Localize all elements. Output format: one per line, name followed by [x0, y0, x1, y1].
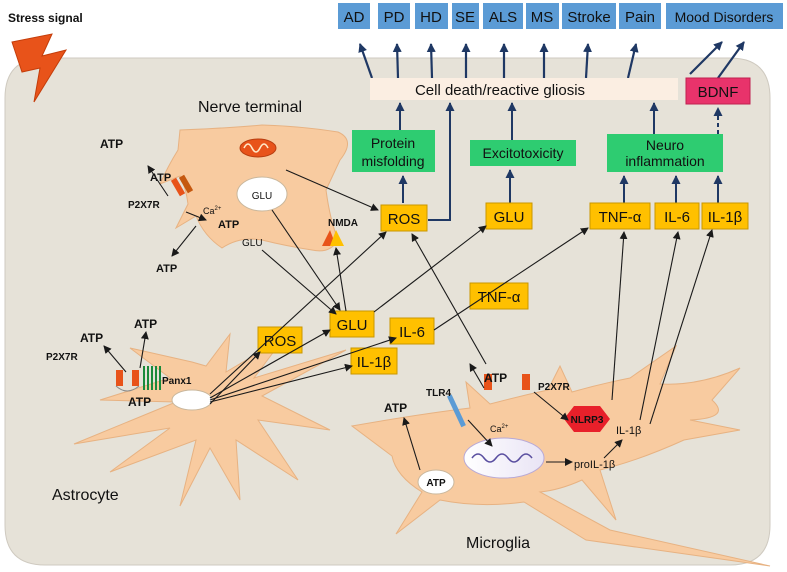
disease-box-ms — [526, 3, 559, 29]
micro-nlrp3-label: NLRP3 — [571, 415, 604, 426]
disease-box-hd — [415, 3, 448, 29]
micro-atp-nucleus: ATP — [426, 478, 446, 489]
atp-vesicle — [417, 469, 455, 495]
il6-mid-label: IL-6 — [399, 324, 425, 341]
il1b-top-box — [701, 202, 749, 230]
disease-label-ms: MS — [531, 9, 554, 26]
tnf-top-label: TNF-α — [599, 209, 642, 226]
bdnf-box — [685, 77, 751, 105]
microglia-cell — [350, 344, 771, 567]
disease-box-stroke — [562, 3, 616, 29]
il1b-mid-label: IL-1β — [357, 354, 392, 371]
disease-label-pain: Pain — [625, 9, 655, 26]
tnf-mid-label: TNF-α — [478, 289, 521, 306]
nmda-receptor-icon — [322, 230, 344, 246]
astro-panx1-label: Panx1 — [162, 376, 192, 387]
ros-mid-label: ROS — [264, 333, 297, 350]
il1b-mid-box — [350, 347, 398, 375]
disease-box-ad — [338, 3, 370, 29]
tnf-top-box — [589, 202, 651, 230]
astro-atp-right: ATP — [134, 317, 157, 331]
micro-tlr4-label: TLR4 — [426, 388, 451, 399]
disease-label-se: SE — [455, 9, 475, 26]
ros-mid-box — [257, 326, 303, 354]
cell-death-box — [370, 78, 678, 100]
micro-p2x7r-channel-icon — [484, 374, 530, 390]
astrocyte-nucleus — [171, 389, 213, 411]
il6-top-box — [654, 202, 700, 230]
disease-box-pd — [378, 3, 410, 29]
nerve-atp-receptor: ATP — [150, 172, 171, 184]
nerve-atp-inside: ATP — [218, 219, 239, 231]
neuroinflammation-box — [607, 134, 723, 172]
pathway-arrows — [103, 165, 714, 471]
astro-atp-left: ATP — [80, 331, 103, 345]
microglia-title: Microglia — [466, 535, 530, 552]
nerve-ca-label: Ca2+ — [203, 206, 222, 216]
stress-signal-label: Stress signal — [8, 11, 83, 25]
disease-label-als: ALS — [489, 9, 517, 26]
nerve-glu-vesicle-label: GLU — [252, 191, 273, 202]
excitotoxicity-box — [470, 140, 576, 166]
ros-top-label: ROS — [388, 211, 421, 228]
tlr4-receptor-icon — [447, 394, 466, 428]
micro-atp-left: ATP — [384, 401, 407, 415]
astro-p2x7r-channel-icon — [115, 370, 140, 392]
disease-box-pain — [619, 3, 661, 29]
excitotoxicity-label: Excitotoxicity — [483, 145, 564, 161]
nerve-p2x7r-label: P2X7R — [128, 200, 160, 211]
astrocyte-title: Astrocyte — [52, 487, 119, 504]
nerve-atp-outside: ATP — [100, 137, 123, 151]
disease-label-stroke: Stroke — [567, 9, 610, 26]
disease-box-se — [452, 3, 479, 29]
disease-label-pd: PD — [384, 9, 405, 26]
disease-label-ad: AD — [344, 9, 365, 26]
lightning-bolt-icon — [11, 33, 68, 103]
protein-misfolding-line1: Protein — [371, 135, 415, 151]
process-arrows — [395, 102, 723, 221]
microglia-nucleus — [463, 437, 545, 479]
il1b-top-label: IL-1β — [708, 209, 743, 226]
glu-top-label: GLU — [494, 209, 525, 226]
astro-atp-bottom: ATP — [128, 395, 151, 409]
mitochondrion-icon — [239, 138, 277, 158]
glu-mid-box — [329, 310, 375, 338]
dna-icon — [471, 453, 533, 463]
nerve-nmda-label: NMDA — [328, 218, 358, 229]
nlrp3-complex-icon — [564, 406, 610, 432]
micro-proil-label: proIL-1β — [574, 459, 615, 471]
il6-mid-box — [389, 317, 435, 345]
astro-p2x7r-label: P2X7R — [46, 352, 78, 363]
neuroinflammation-line1: Neuro — [646, 137, 684, 153]
nerve-glu-free: GLU — [242, 238, 263, 249]
nerve-terminal-title: Nerve terminal — [198, 99, 302, 116]
micro-p2x7r-label: P2X7R — [538, 382, 570, 393]
il6-top-label: IL-6 — [664, 209, 690, 226]
glu-mid-label: GLU — [337, 317, 368, 334]
nerve-p2x7r-channel-icon — [170, 174, 194, 197]
disease-row: AD PD HD SE ALS MS Stroke Pain Mood Diso… — [338, 3, 783, 29]
micro-ca-label: Ca2+ — [490, 424, 509, 434]
disease-label-mood-disorders: Mood Disorders — [675, 9, 774, 25]
ros-top-box — [380, 204, 428, 232]
disease-box-als — [483, 3, 523, 29]
neuroinflammation-line2: inflammation — [625, 153, 704, 169]
micro-il1b-label: IL-1β — [616, 425, 641, 437]
glu-top-box — [485, 202, 533, 230]
disease-label-hd: HD — [420, 9, 442, 26]
disease-arrows — [358, 41, 745, 79]
protein-misfolding-line2: misfolding — [361, 153, 424, 169]
nerve-atp-out-arrow: ATP — [156, 263, 177, 275]
micro-atp-top: ATP — [484, 371, 507, 385]
disease-box-mood-disorders — [666, 3, 783, 29]
glu-vesicle — [236, 176, 288, 212]
panx1-channel-icon — [143, 366, 161, 390]
cell-death-label: Cell death/reactive gliosis — [415, 82, 585, 99]
protein-misfolding-box — [352, 130, 435, 172]
bdnf-label: BDNF — [698, 84, 739, 101]
